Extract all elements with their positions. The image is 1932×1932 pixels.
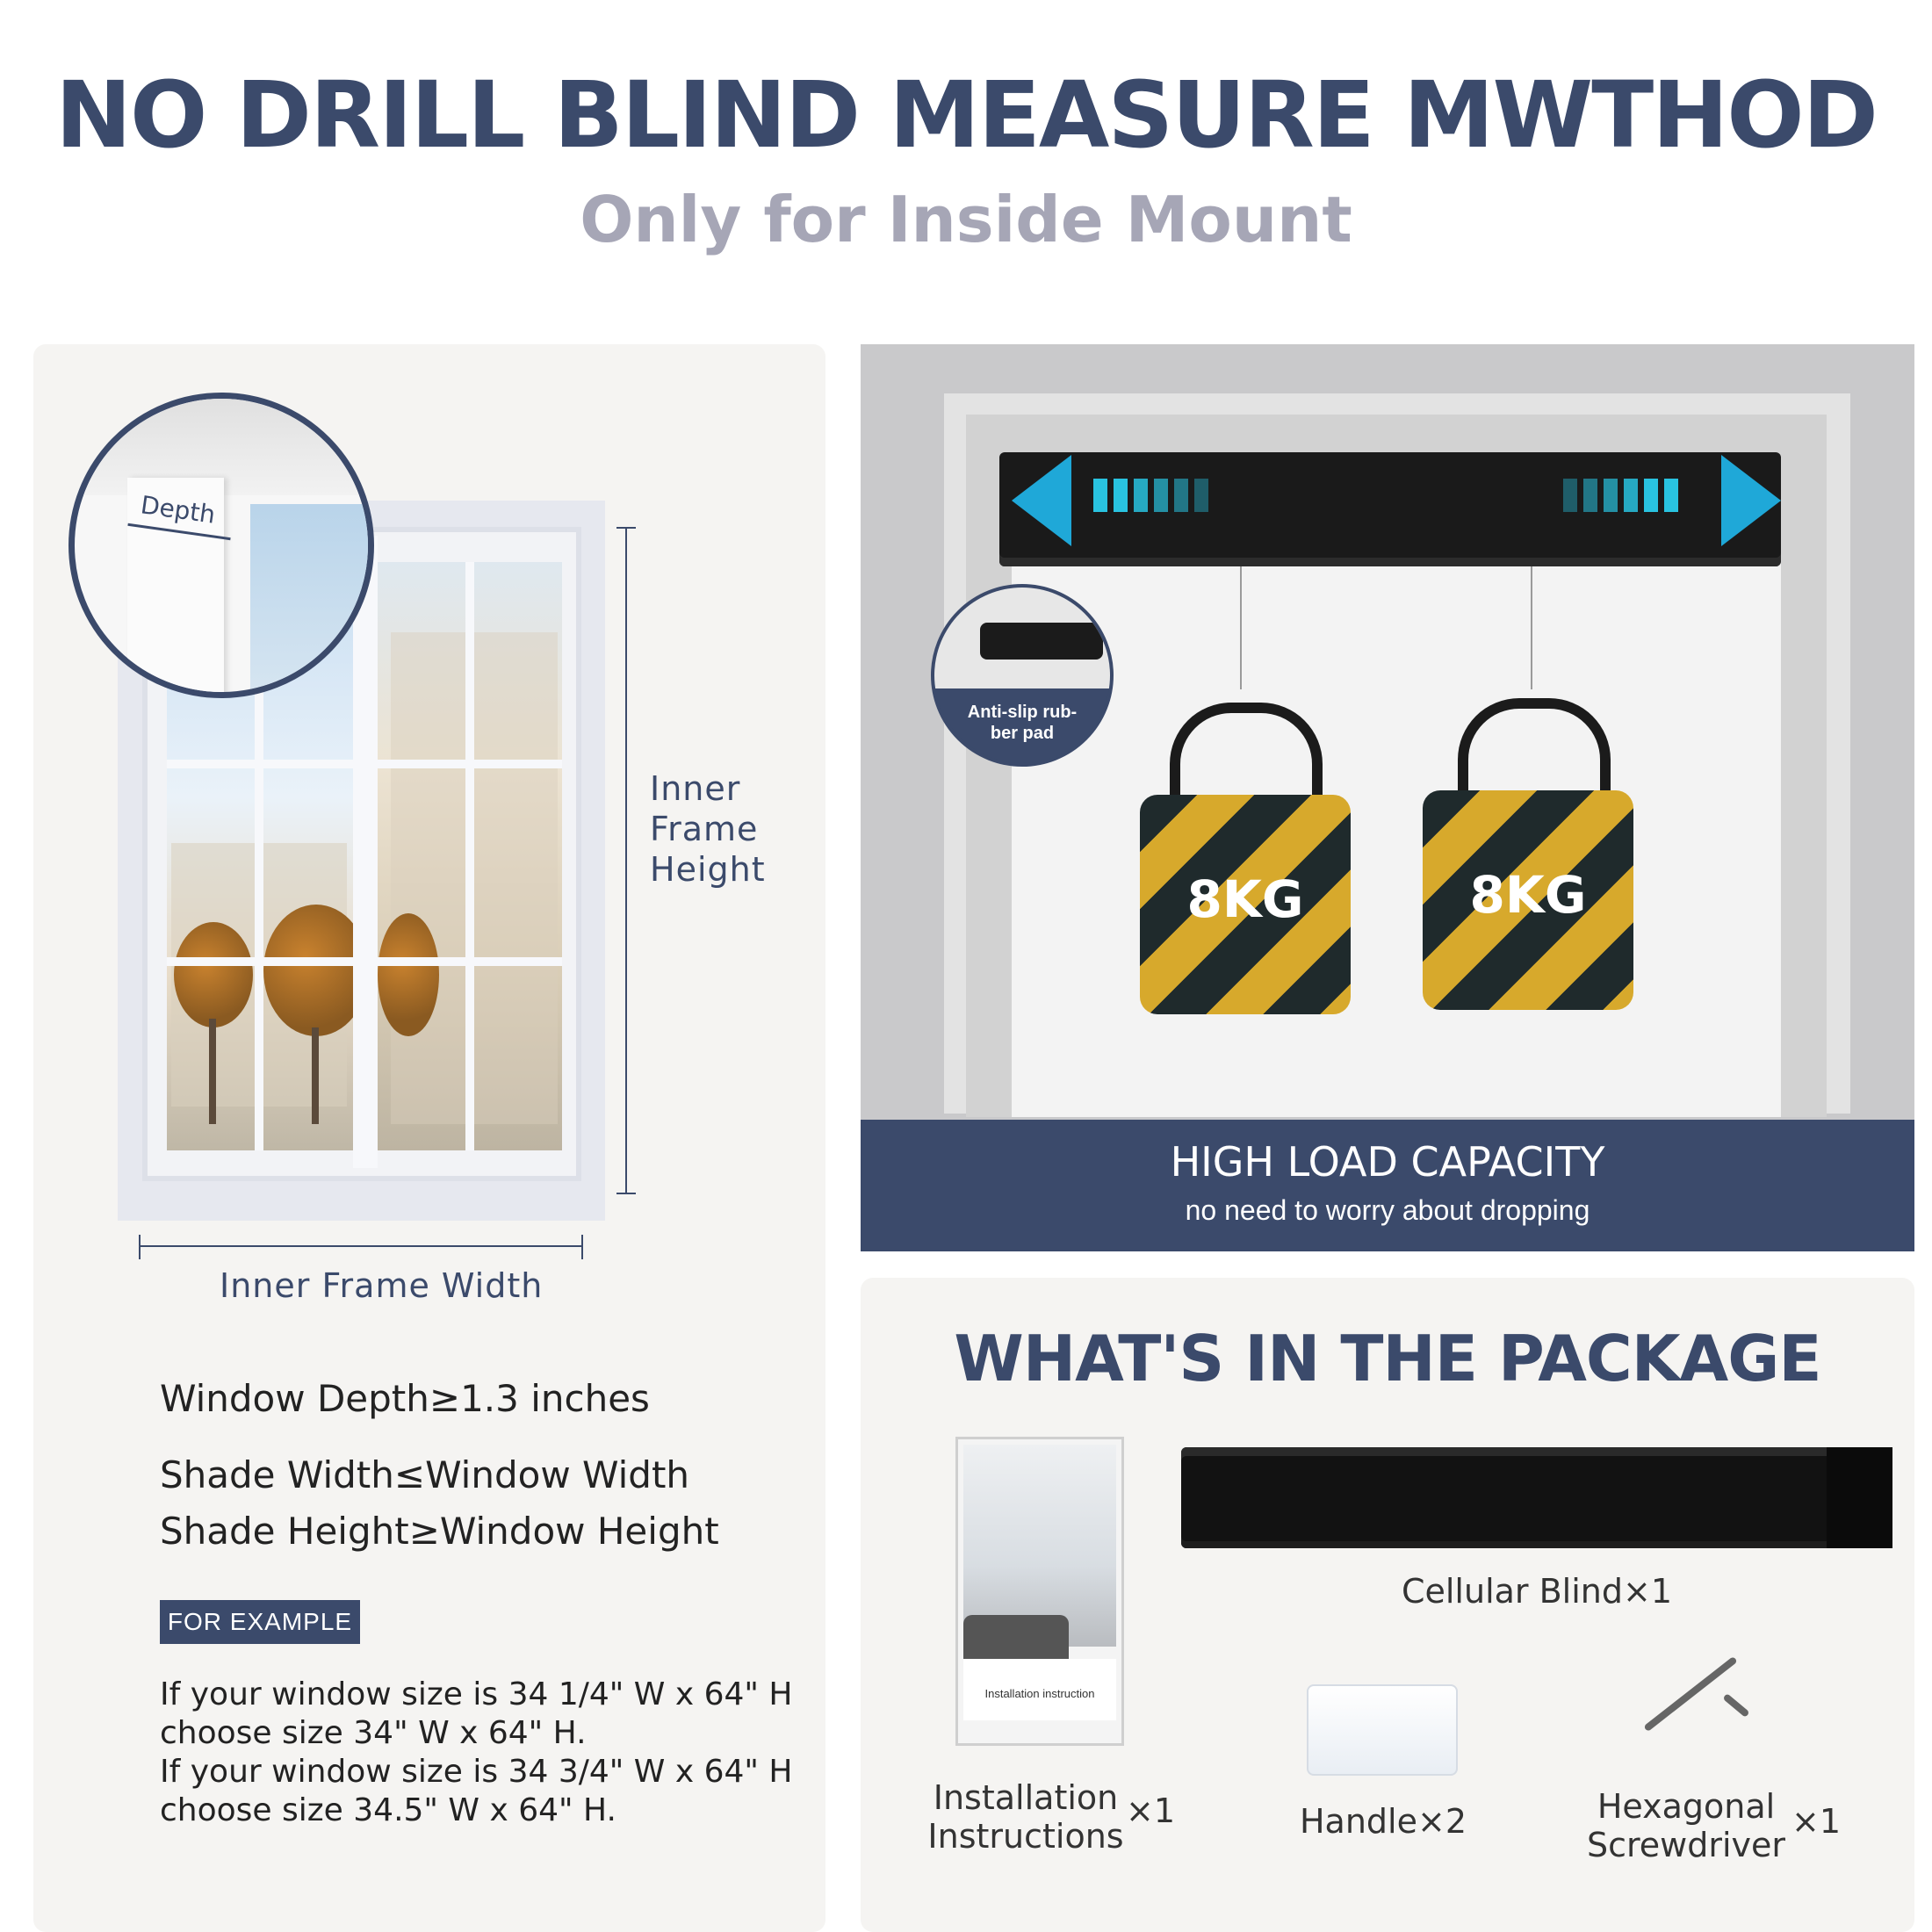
expansion-indicator bbox=[1563, 479, 1577, 512]
tree-trunk-2 bbox=[312, 1027, 319, 1124]
window-muntin bbox=[167, 760, 562, 768]
window-muntin bbox=[465, 562, 474, 1150]
rubber-pad-icon bbox=[980, 623, 1103, 660]
anti-slip-pad-callout: Anti-slip rub- ber pad bbox=[931, 584, 1114, 767]
tree-illustration-3 bbox=[378, 913, 439, 1036]
door-opening bbox=[1012, 457, 1781, 1117]
requirement-height: Shade Height≥Window Height bbox=[160, 1510, 719, 1553]
example-line: choose size 34.5" W x 64" H. bbox=[160, 1792, 616, 1828]
sandbag-weight-label: 8KG bbox=[1469, 865, 1587, 925]
package-item-screwdriver-qty: ×1 bbox=[1791, 1802, 1842, 1841]
page-title: NO DRILL BLIND MEASURE MWTHOD bbox=[55, 61, 1878, 169]
inner-frame-height-label: Inner Frame Height bbox=[650, 769, 766, 889]
example-line: choose size 34" W x 64" H. bbox=[160, 1715, 587, 1751]
package-item-instructions-qty: ×1 bbox=[1126, 1791, 1176, 1830]
package-item-screwdriver: Hexagonal Screwdriver bbox=[1586, 1787, 1786, 1864]
window-muntin bbox=[255, 562, 263, 1150]
inner-frame-width-label: Inner Frame Width bbox=[220, 1266, 544, 1305]
anti-slip-pad-label: Anti-slip rub- ber pad bbox=[967, 703, 1078, 743]
blind-end-cap bbox=[1827, 1447, 1892, 1548]
dimension-cap bbox=[139, 1235, 141, 1259]
tree-trunk bbox=[209, 1019, 216, 1124]
dimension-cap bbox=[616, 527, 636, 529]
hanging-string bbox=[1240, 566, 1242, 689]
example-line: If your window size is 34 3/4" W x 64" H bbox=[160, 1754, 793, 1790]
booklet-caption: Installation instruction bbox=[984, 1687, 1095, 1700]
expansion-indicator bbox=[1664, 479, 1678, 512]
arrow-left-icon bbox=[1012, 455, 1071, 546]
expansion-indicator bbox=[1114, 479, 1128, 512]
package-item-handle: Handle×2 bbox=[1299, 1802, 1467, 1841]
instruction-booklet-image: Installation instruction bbox=[955, 1437, 1124, 1746]
expansion-indicator bbox=[1194, 479, 1208, 512]
for-example-badge: FOR EXAMPLE bbox=[160, 1600, 360, 1644]
load-banner bbox=[861, 1120, 1914, 1251]
load-banner-subtitle: no need to worry about dropping bbox=[1185, 1194, 1590, 1226]
expansion-indicator bbox=[1644, 479, 1658, 512]
sandbag-weight-label: 8KG bbox=[1186, 869, 1304, 929]
sandbag-handle bbox=[1458, 698, 1611, 797]
arrow-right-icon bbox=[1721, 455, 1781, 546]
expansion-indicator bbox=[1583, 479, 1597, 512]
sandbag bbox=[1140, 795, 1351, 1014]
expansion-indicator bbox=[1174, 479, 1188, 512]
example-line: If your window size is 34 1/4" W x 64" H bbox=[160, 1676, 793, 1712]
requirement-width: Shade Width≤Window Width bbox=[160, 1453, 690, 1496]
depth-zoom-circle: Depth bbox=[68, 393, 374, 698]
page-subtitle: Only for Inside Mount bbox=[580, 183, 1352, 256]
width-dimension-line bbox=[139, 1245, 583, 1247]
requirement-depth: Window Depth≥1.3 inches bbox=[160, 1377, 650, 1420]
expansion-indicator bbox=[1624, 479, 1638, 512]
expansion-indicator bbox=[1154, 479, 1168, 512]
expansion-indicator bbox=[1604, 479, 1618, 512]
expansion-indicator bbox=[1134, 479, 1148, 512]
sandbag bbox=[1423, 790, 1633, 1010]
cellular-blind-image bbox=[1181, 1447, 1892, 1548]
tree-illustration bbox=[174, 922, 253, 1027]
package-title: WHAT'S IN THE PACKAGE bbox=[954, 1322, 1821, 1395]
handle-image bbox=[1307, 1684, 1458, 1776]
package-item-blind: Cellular Blind×1 bbox=[1401, 1572, 1673, 1611]
window-muntin bbox=[167, 957, 562, 966]
load-banner-title: HIGH LOAD CAPACITY bbox=[1170, 1138, 1605, 1186]
package-item-instructions: Installation Instructions bbox=[927, 1778, 1124, 1856]
expansion-indicator bbox=[1093, 479, 1107, 512]
dimension-cap bbox=[581, 1235, 583, 1259]
dimension-cap bbox=[616, 1193, 636, 1194]
hanging-string bbox=[1531, 566, 1532, 689]
building-illustration-right bbox=[391, 632, 558, 1124]
height-dimension-line bbox=[625, 527, 627, 1194]
sandbag-handle bbox=[1170, 703, 1323, 801]
tree-illustration-2 bbox=[263, 905, 369, 1036]
